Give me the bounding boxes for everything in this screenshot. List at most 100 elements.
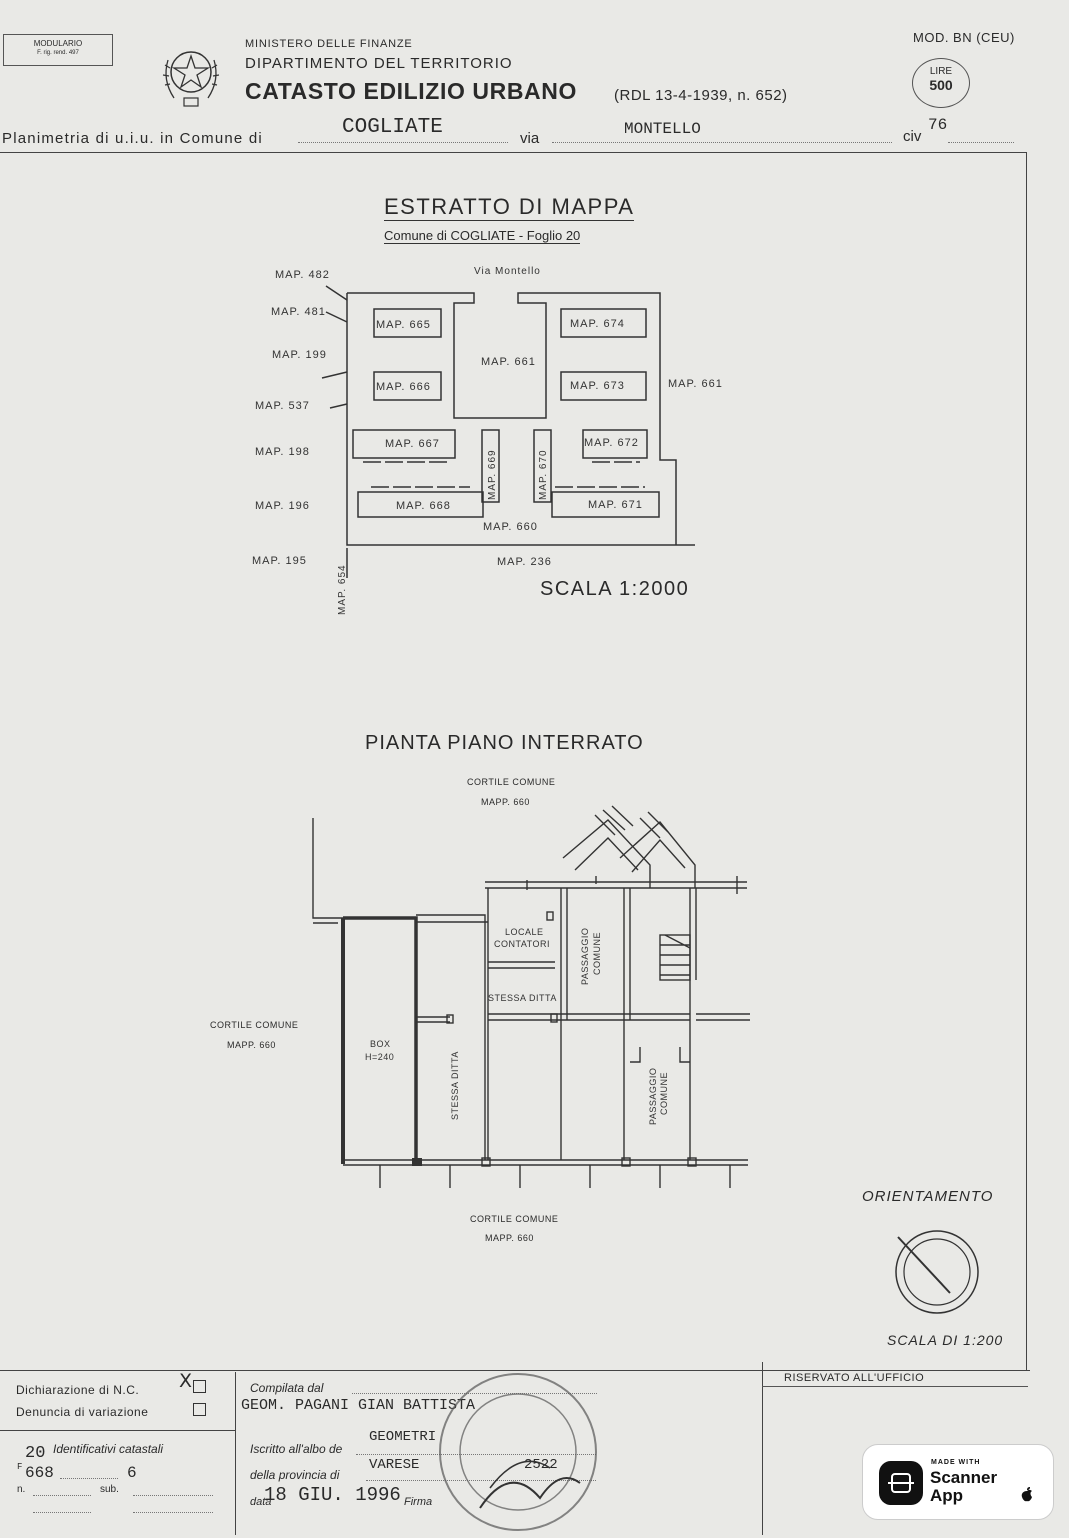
riservato-label: RISERVATO ALL'UFFICIO (784, 1372, 925, 1384)
data-label: data (250, 1496, 272, 1508)
mapp-left-label: MAPP. 660 (227, 1040, 276, 1050)
provincia-label: della provincia di (250, 1468, 340, 1482)
map-195-label: MAP. 195 (252, 555, 307, 567)
via-label: via (520, 130, 540, 147)
iscritto-label: Iscritto all'albo de (250, 1442, 343, 1456)
map-481-label: MAP. 481 (271, 306, 326, 318)
planimetria-label: Planimetria di u.i.u. in Comune di (2, 130, 263, 147)
map-661-right-label: MAP. 661 (668, 378, 723, 390)
floor-plan: BOX H=240 LOCALE CONTATORI STESSA DITTA … (312, 805, 750, 1188)
lire-label: LIRE (929, 66, 953, 77)
comune-top-label: COMUNE (592, 932, 602, 975)
orientamento-label: ORIENTAMENTO (862, 1188, 994, 1205)
map-666-label: MAP. 666 (376, 381, 431, 393)
pianta-scale: SCALA DI 1:200 (887, 1332, 1004, 1348)
modulario-box: MODULARIO F. rig. rend. 497 (3, 34, 113, 66)
comune-bottom-label: COMUNE (659, 1072, 669, 1115)
locale-label: LOCALE (505, 927, 544, 937)
estratto-title: ESTRATTO DI MAPPA (384, 194, 635, 221)
mapp-bottom-label: MAPP. 660 (485, 1233, 534, 1243)
map-199-label: MAP. 199 (272, 349, 327, 361)
dichiarazione-checkbox[interactable] (193, 1380, 206, 1393)
map-671-label: MAP. 671 (588, 499, 643, 511)
scanner-app-logo-icon (879, 1461, 923, 1505)
map-196-label: MAP. 196 (255, 500, 310, 512)
map-673-label: MAP. 673 (570, 380, 625, 392)
badge-line2: App (930, 1486, 964, 1505)
estratto-map: MAP. 482 MAP. 481 MAP. 199 MAP. 537 MAP.… (252, 266, 723, 615)
identificativi-label: Identificativi catastali (53, 1442, 164, 1456)
map-661-center-label: MAP. 661 (481, 356, 536, 368)
stessa-ditta-right-label: STESSA DITTA (488, 993, 557, 1003)
box-height-label: H=240 (365, 1052, 394, 1062)
data-value: 18 GIU. 1996 (264, 1484, 401, 1506)
rdl-reference: (RDL 13-4-1939, n. 652) (614, 87, 788, 104)
estratto-subtitle: Comune di COGLIATE - Foglio 20 (384, 228, 581, 244)
lire-value: 500 (929, 77, 953, 93)
n-dots (33, 1495, 91, 1496)
sub-label: sub. (100, 1484, 119, 1495)
civ-value: 76 (928, 116, 948, 134)
catasto-title: CATASTO EDILIZIO URBANO (245, 78, 577, 104)
mappale-value: 668 (25, 1464, 54, 1482)
contatori-label: CONTATORI (494, 939, 550, 949)
map-665-label: MAP. 665 (376, 319, 431, 331)
scanner-app-badge[interactable]: MADE WITH Scanner App (862, 1444, 1054, 1520)
provincia-value: VARESE (369, 1457, 420, 1473)
map-674-label: MAP. 674 (570, 318, 625, 330)
comune-dots (298, 142, 508, 143)
passaggio-top-label: PASSAGGIO (580, 928, 590, 985)
subalterno-value: 6 (127, 1464, 137, 1482)
badge-made-with: MADE WITH (931, 1459, 981, 1466)
map-668-label: MAP. 668 (396, 500, 451, 512)
mod-code: MOD. BN (CEU) (913, 30, 1015, 45)
denuncia-label: Denuncia di variazione (16, 1405, 149, 1419)
extra-dots-1 (33, 1512, 91, 1513)
compilata-label: Compilata dal (250, 1381, 324, 1395)
box-label: BOX (370, 1039, 391, 1049)
republic-emblem-icon (162, 51, 220, 107)
map-482-label: MAP. 482 (275, 269, 330, 281)
provincia-dots (366, 1480, 596, 1481)
albo-value: GEOMETRI (369, 1429, 437, 1445)
dichiarazione-label: Dichiarazione di N.C. (16, 1383, 140, 1397)
apple-icon (1021, 1487, 1032, 1502)
mapp-top-label: MAPP. 660 (481, 797, 530, 807)
footer-left-rule (0, 1430, 235, 1431)
pianta-title: PIANTA PIANO INTERRATO (365, 732, 644, 754)
compass-icon (895, 1230, 979, 1314)
comune-value: COGLIATE (342, 116, 443, 139)
via-value: MONTELLO (624, 120, 701, 138)
cortile-left-label: CORTILE COMUNE (210, 1020, 299, 1030)
main-frame (0, 152, 1027, 1371)
geometri-stamp-icon (439, 1373, 597, 1531)
passaggio-bottom-label: PASSAGGIO (648, 1068, 658, 1125)
department-name: DIPARTIMENTO DEL TERRITORIO (245, 55, 513, 72)
civ-label: civ (903, 128, 922, 145)
n-label: n. (17, 1484, 26, 1495)
cortile-bottom-label: CORTILE COMUNE (470, 1214, 559, 1224)
denuncia-checkbox[interactable] (193, 1403, 206, 1416)
map-672-label: MAP. 672 (584, 437, 639, 449)
map-236-label: MAP. 236 (497, 556, 552, 568)
mappale-dots (60, 1478, 118, 1479)
ministry-name: MINISTERO DELLE FINANZE (245, 38, 413, 50)
footer-rule (0, 1370, 1030, 1371)
map-667-label: MAP. 667 (385, 438, 440, 450)
albo-dots (356, 1454, 596, 1455)
estratto-scale: SCALA 1:2000 (540, 578, 690, 600)
f-prefix: F (17, 1462, 23, 1472)
via-dots (552, 142, 892, 143)
compilata-dots (352, 1393, 597, 1394)
map-537-label: MAP. 537 (255, 400, 310, 412)
map-654-label: MAP. 654 (337, 564, 348, 615)
civ-dots (948, 142, 1014, 143)
map-198-label: MAP. 198 (255, 446, 310, 458)
map-670-label: MAP. 670 (538, 449, 549, 500)
map-660-label: MAP. 660 (483, 521, 538, 533)
riservato-rule (762, 1386, 1028, 1387)
via-montello-label: Via Montello (474, 266, 541, 277)
sub-dots (133, 1495, 213, 1496)
badge-line1: Scanner (930, 1468, 998, 1487)
cortile-top-label: CORTILE COMUNE (467, 777, 556, 787)
